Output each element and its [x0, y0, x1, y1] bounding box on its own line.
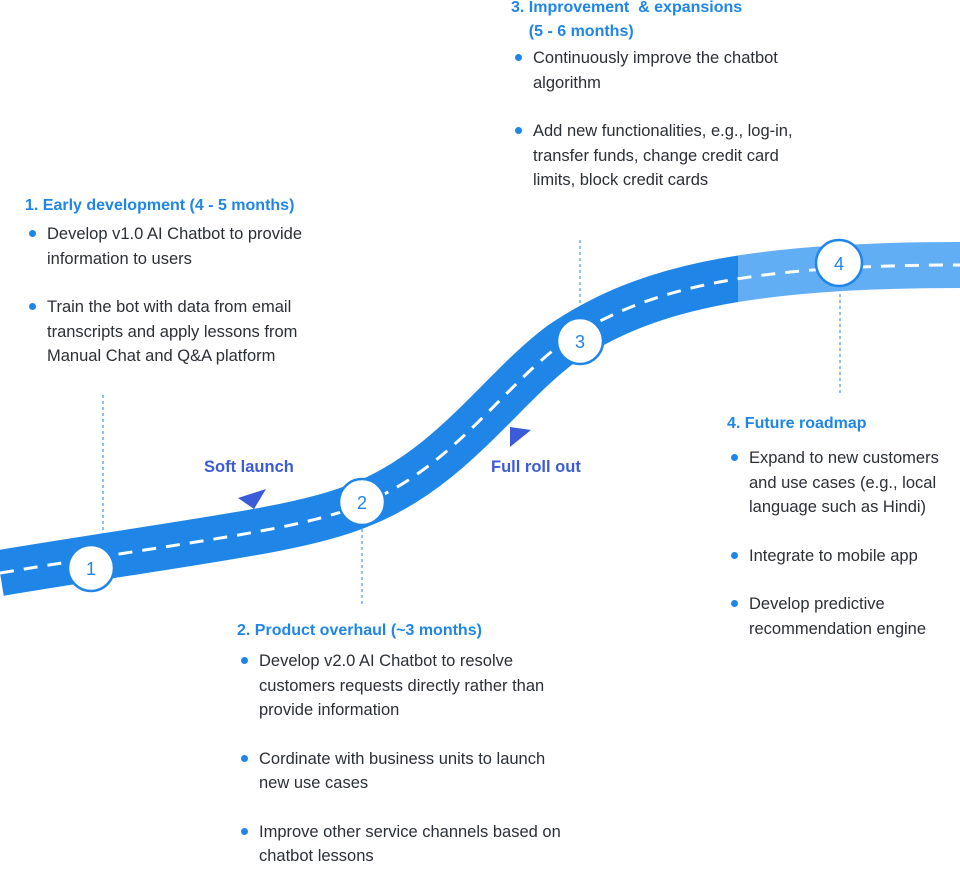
list-item: Add new functionalities, e.g., log-in, t… — [511, 119, 811, 193]
section-title: 1. Early development (4 - 5 months) — [25, 197, 295, 214]
milestone-number: 4 — [834, 254, 844, 274]
section-improvement-expansions: 3. Improvement & expansions (5 - 6 month… — [511, 0, 811, 217]
soft-launch-arrow-icon — [238, 489, 266, 509]
milestone-number: 1 — [86, 559, 96, 579]
section-items: Develop v1.0 AI Chatbot to provide infor… — [25, 222, 355, 369]
roadmap-road: 1 2 3 4 — [0, 238, 960, 605]
section-product-overhaul: 2. Product overhaul (~3 months) Develop … — [237, 619, 567, 893]
section-items: Continuously improve the chatbot algorit… — [511, 46, 811, 193]
section-early-development: 1. Early development (4 - 5 months) Deve… — [25, 194, 355, 393]
soft-launch-label: Soft launch — [204, 458, 294, 476]
list-item: Integrate to mobile app — [727, 544, 959, 569]
full-roll-out-label: Full roll out — [491, 458, 581, 476]
milestone-2: 2 — [337, 477, 387, 527]
milestone-4: 4 — [814, 238, 864, 288]
milestone-number: 2 — [357, 493, 367, 513]
section-items: Develop v2.0 AI Chatbot to resolve custo… — [237, 649, 567, 869]
section-title: 4. Future roadmap — [727, 415, 867, 432]
list-item: Develop predictive recommendation engine — [727, 592, 959, 641]
list-item: Develop v1.0 AI Chatbot to provide infor… — [25, 222, 355, 271]
section-title: 3. Improvement & expansions (5 - 6 month… — [511, 0, 743, 40]
list-item: Develop v2.0 AI Chatbot to resolve custo… — [237, 649, 567, 723]
list-item: Improve other service channels based on … — [237, 820, 567, 869]
section-future-roadmap: 4. Future roadmap Expand to new customer… — [727, 412, 959, 665]
milestone-number: 3 — [575, 332, 585, 352]
full-roll-out-arrow-icon — [510, 427, 531, 447]
milestone-1: 1 — [66, 543, 116, 593]
list-item: Cordinate with business units to launch … — [237, 747, 567, 796]
list-item: Continuously improve the chatbot algorit… — [511, 46, 811, 95]
milestone-3: 3 — [555, 316, 605, 366]
list-item: Expand to new customers and use cases (e… — [727, 446, 959, 520]
section-title: 2. Product overhaul (~3 months) — [237, 622, 482, 639]
section-items: Expand to new customers and use cases (e… — [727, 446, 959, 641]
list-item: Train the bot with data from email trans… — [25, 295, 355, 369]
road-lane-marking — [0, 263, 960, 575]
